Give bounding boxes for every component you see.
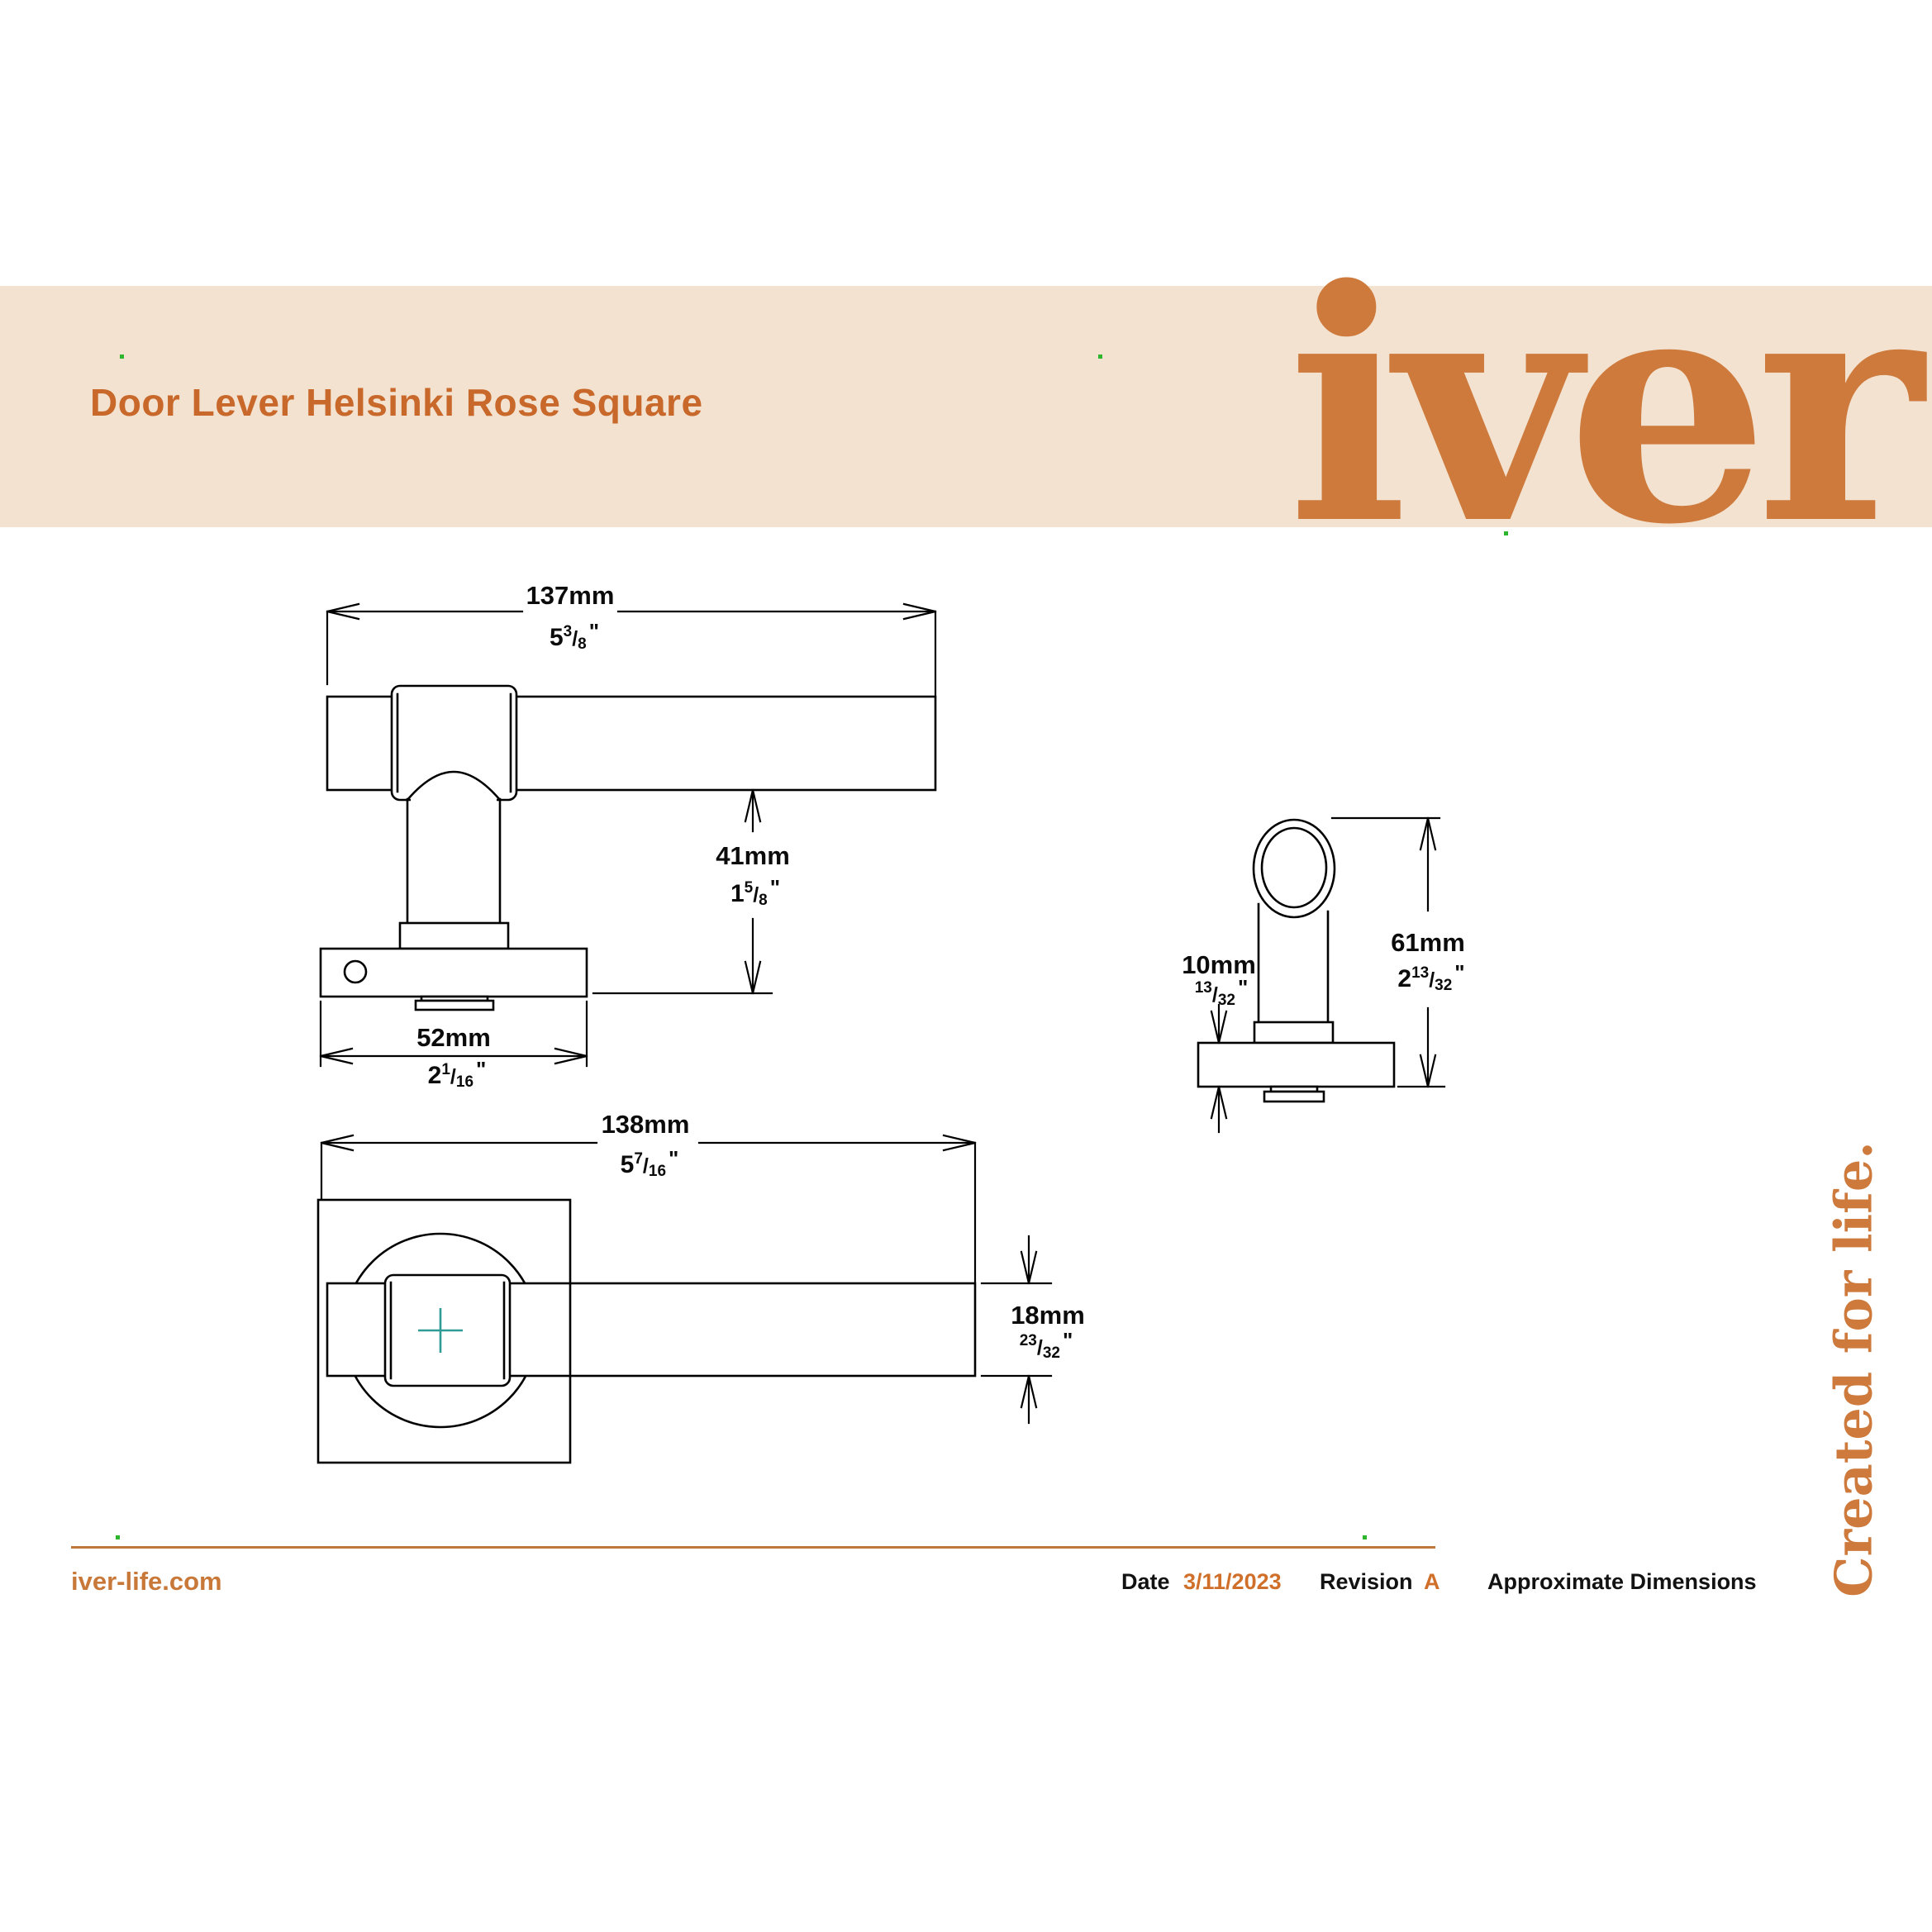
- dim-side-rose-mm-label: 10mm: [1182, 950, 1256, 979]
- footer-rule: [71, 1546, 1435, 1549]
- dim-plan-bar-mm-label: 18mm: [1011, 1301, 1085, 1330]
- iver-logo: iver: [1287, 220, 1924, 594]
- dim-plan-width-mm-label: 138mm: [601, 1110, 690, 1139]
- side-view-drawing: [1197, 816, 1446, 1134]
- registration-mark: [1098, 355, 1102, 359]
- registration-mark: [1363, 1535, 1367, 1539]
- dim-side-rose-inch-label: 13/32": [1194, 975, 1249, 1009]
- dim-front-height-mm-label: 41mm: [707, 841, 798, 871]
- dim-front-width-inch-label: 53/8": [549, 619, 600, 653]
- dim-front-height-inch-label: 15/8": [721, 875, 789, 909]
- dim-side-height-inch-label: 213/32": [1389, 960, 1473, 994]
- approximate-dimensions-note: Approximate Dimensions: [1487, 1569, 1757, 1594]
- dim-plan-width-inch-label: 57/16": [620, 1146, 679, 1180]
- website-link: iver-life.com: [71, 1567, 222, 1596]
- dim-plan-bar-inch-label: 23/32": [1019, 1328, 1073, 1362]
- front-view-drawing: [319, 602, 937, 1068]
- dim-front-rose-mm-label: 52mm: [416, 1023, 491, 1052]
- header-band: [0, 286, 1932, 527]
- registration-mark: [116, 1535, 120, 1539]
- page-title: Door Lever Helsinki Rose Square: [90, 381, 703, 424]
- dim-front-width-mm-label: 137mm: [526, 581, 615, 610]
- dim-front-rose-inch-label: 21/16": [427, 1057, 487, 1091]
- date-value: 3/11/2023: [1183, 1569, 1282, 1594]
- plan-view-drawing: [316, 1134, 1053, 1464]
- revision-value: A: [1424, 1569, 1440, 1594]
- date-label: Date: [1121, 1569, 1170, 1594]
- registration-mark: [120, 355, 124, 359]
- revision-label: Revision: [1320, 1569, 1413, 1594]
- dim-side-height-mm-label: 61mm: [1382, 928, 1473, 958]
- registration-mark: [1504, 531, 1508, 535]
- created-for-life-tagline: Created for life.: [1823, 1141, 1884, 1597]
